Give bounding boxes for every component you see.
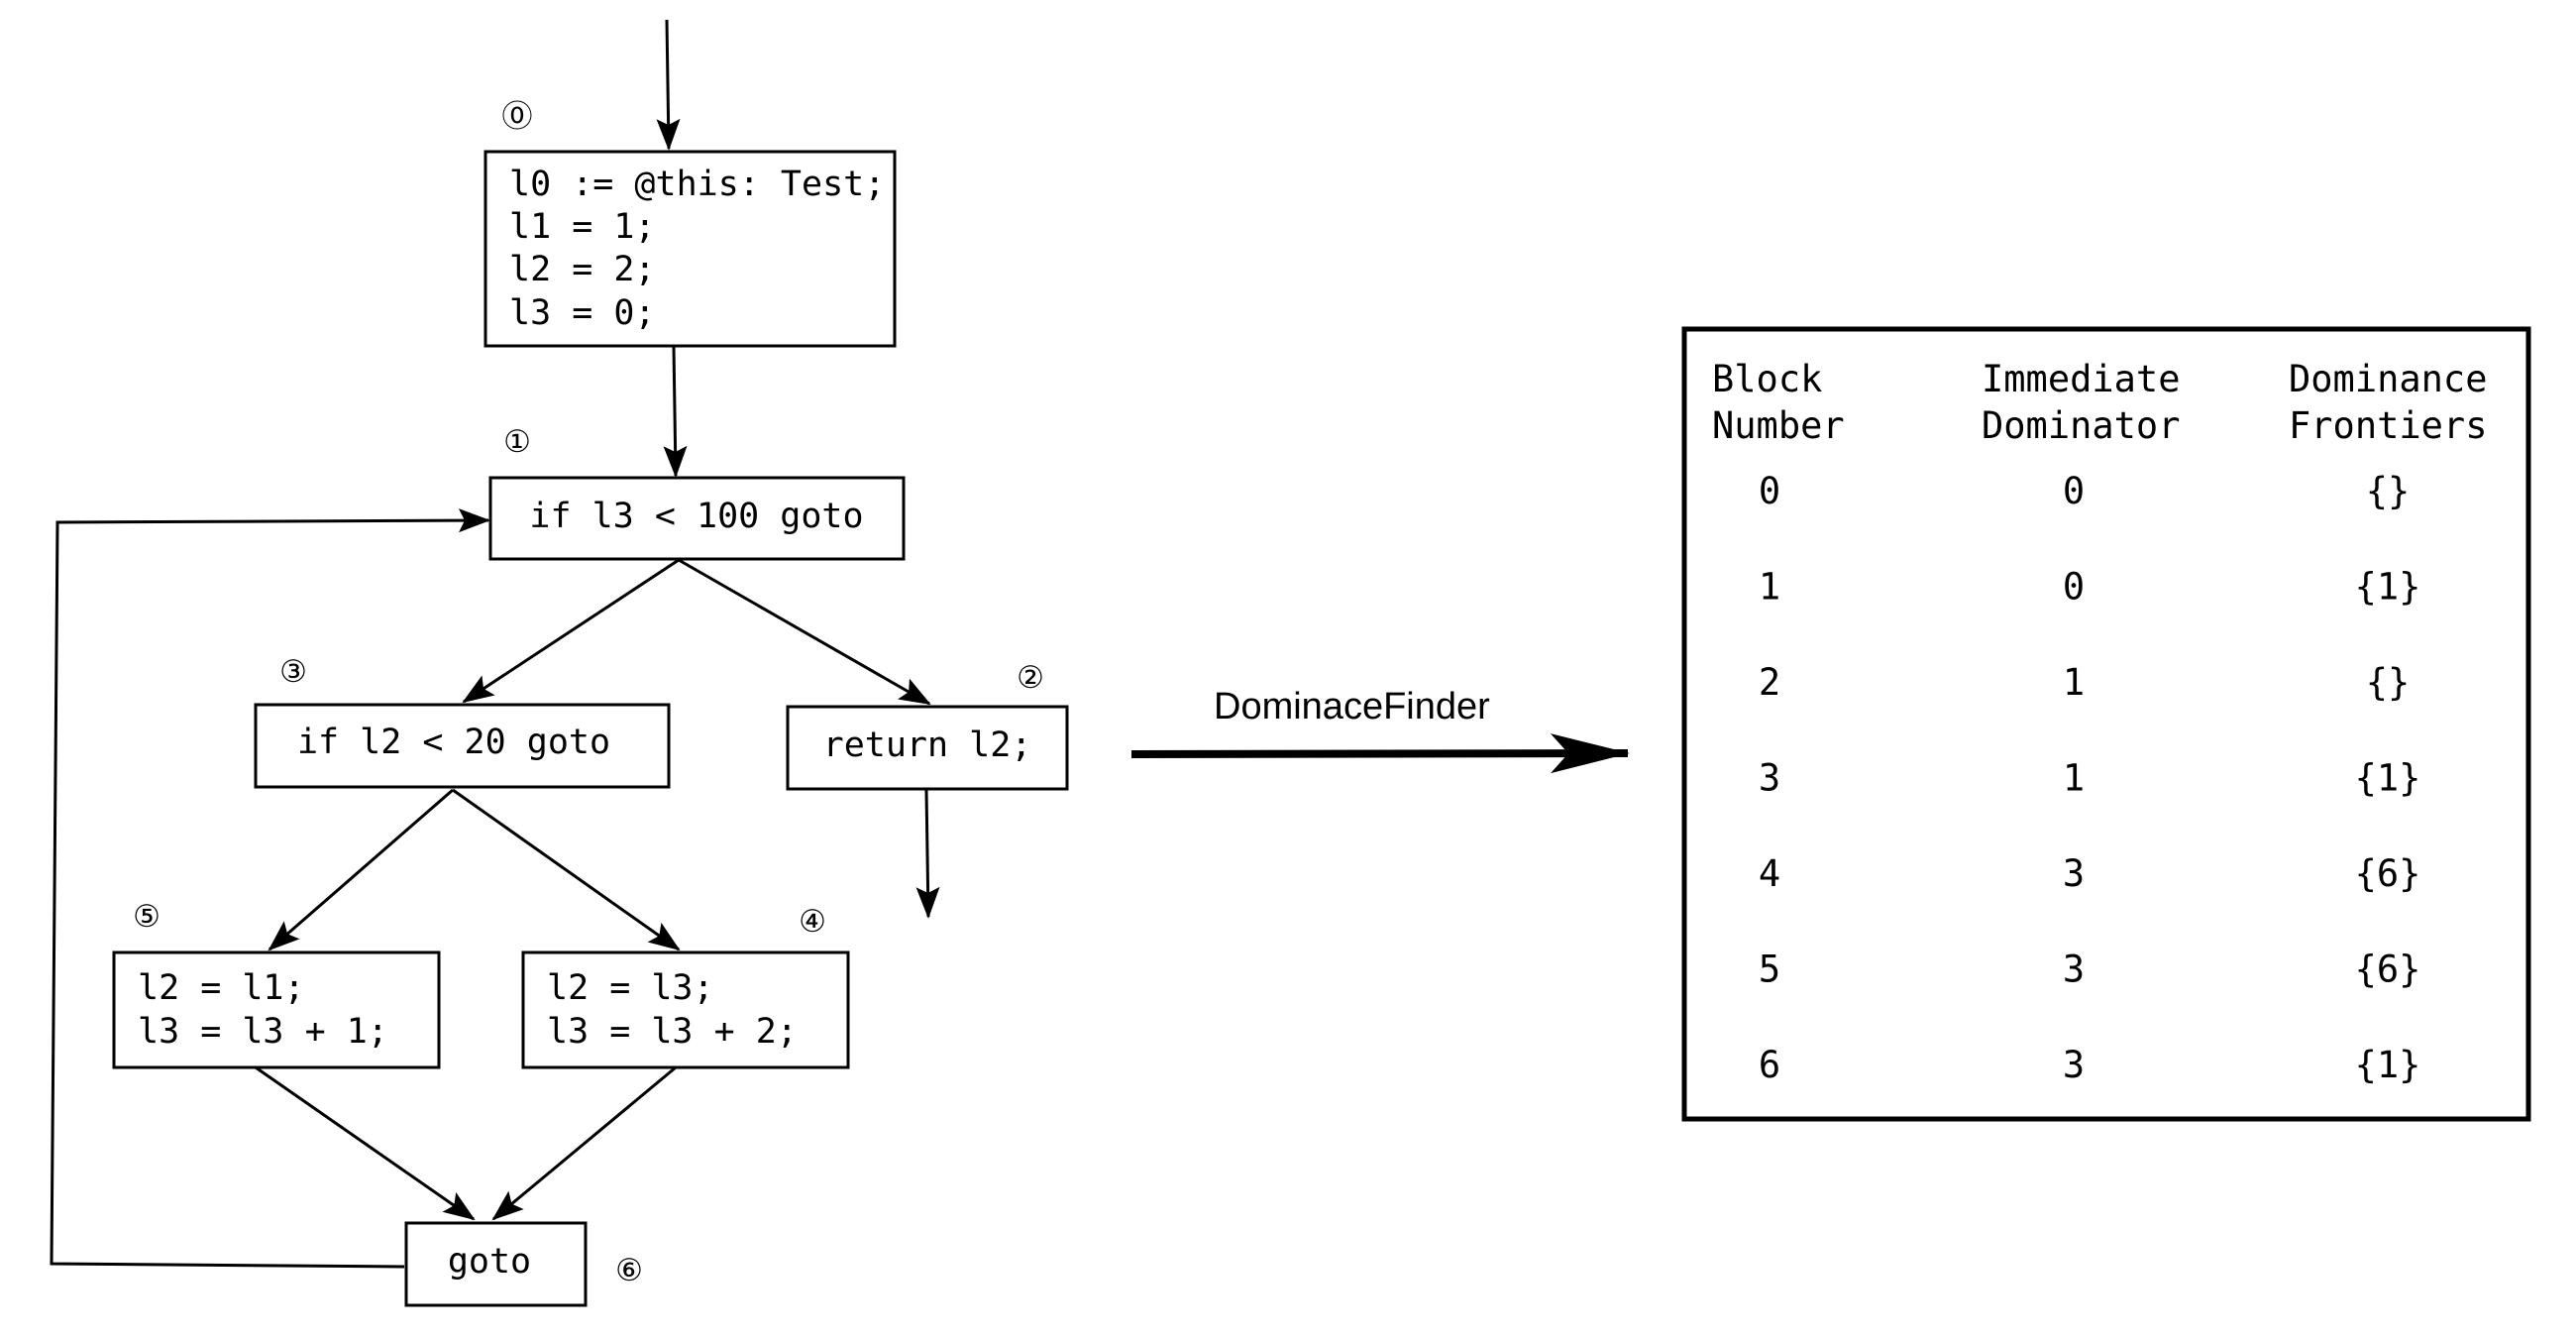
block-4-line-2: l3 = l3 + 2; — [547, 1012, 798, 1052]
cell-immediate-dominator: 3 — [2063, 1044, 2085, 1086]
header-block-number-line-2: Number — [1712, 404, 1845, 447]
transform-arrow: DominaceFinder — [1130, 686, 1630, 774]
edge-6-1-backedge — [50, 508, 490, 1269]
cell-block-number: 2 — [1759, 661, 1780, 704]
edge-entry-0 — [656, 19, 681, 151]
table-row: 4 3 {6} — [1759, 852, 2421, 895]
table-row: 6 3 {1} — [1759, 1044, 2421, 1086]
table-header: Block Number Immediate Dominator Dominan… — [1712, 358, 2487, 447]
cell-dominance-frontiers: {6} — [2355, 949, 2421, 991]
edge-4-6 — [491, 1065, 677, 1221]
edge-1-2 — [678, 558, 931, 706]
cell-block-number: 1 — [1759, 566, 1780, 609]
cell-block-number: 0 — [1759, 470, 1780, 512]
badge-block-0: ⓪ — [502, 99, 533, 135]
cell-immediate-dominator: 0 — [2063, 566, 2085, 609]
header-block-number-line-1: Block — [1712, 358, 1822, 400]
transform-label: DominaceFinder — [1214, 686, 1490, 727]
result-table: Block Number Immediate Dominator Dominan… — [1681, 326, 2531, 1122]
edge-3-5 — [268, 788, 454, 951]
block-1-line-1: if l3 < 100 goto — [529, 497, 863, 536]
header-df-line-1: Dominance — [2289, 358, 2487, 400]
cell-dominance-frontiers: {1} — [2355, 566, 2421, 609]
cfg-block-5: l2 = l1; l3 = l3 + 1; — [112, 950, 441, 1069]
block-5-line-2: l3 = l3 + 1; — [138, 1012, 388, 1052]
badge-block-4: ④ — [799, 904, 826, 940]
cell-dominance-frontiers: {1} — [2355, 1044, 2421, 1086]
cfg-edges — [50, 19, 940, 1269]
cell-block-number: 3 — [1759, 757, 1780, 800]
cfg-block-2: return l2; — [786, 705, 1069, 791]
badge-block-2: ② — [1017, 660, 1044, 696]
cell-dominance-frontiers: {} — [2366, 661, 2411, 704]
cell-immediate-dominator: 1 — [2063, 661, 2085, 704]
cell-dominance-frontiers: {6} — [2355, 852, 2421, 895]
table-row: 5 3 {6} — [1759, 949, 2421, 991]
cell-dominance-frontiers: {1} — [2355, 757, 2421, 800]
edge-2-exit — [915, 789, 940, 919]
cfg-block-3: if l2 < 20 goto — [254, 703, 671, 789]
table-row: 3 1 {1} — [1759, 757, 2421, 800]
edge-3-4 — [452, 788, 681, 951]
table-rows: 0 0 {} 1 0 {1} 2 1 {} 3 1 {1} 4 3 {6} 5 3 {6} 6 3 {1} — [1759, 470, 2421, 1086]
result-table-frame — [1681, 326, 2531, 1122]
block-badges: ⓪ ① ② ③ ④ ⑤ ⑥ — [133, 99, 1044, 1288]
badge-block-3: ③ — [279, 654, 307, 690]
badge-block-5: ⑤ — [133, 899, 161, 935]
edge-0-1 — [663, 346, 688, 478]
cfg-block-6: goto — [404, 1221, 588, 1307]
block-5-line-1: l2 = l1; — [138, 968, 305, 1008]
edge-1-3 — [462, 558, 680, 704]
block-0-line-3: l2 = 2; — [509, 250, 656, 289]
edge-5-6 — [255, 1065, 476, 1221]
badge-block-1: ① — [503, 424, 531, 460]
cfg-block-1: if l3 < 100 goto — [488, 476, 906, 561]
cell-dominance-frontiers: {} — [2366, 470, 2411, 512]
cell-immediate-dominator: 3 — [2063, 949, 2085, 991]
cfg-block-4: l2 = l3; l3 = l3 + 2; — [521, 950, 850, 1069]
block-3-line-1: if l2 < 20 goto — [297, 723, 610, 762]
cell-immediate-dominator: 3 — [2063, 852, 2085, 895]
cfg-block-0: l0 := @this: Test; l1 = 1; l2 = 2; l3 = … — [483, 150, 897, 348]
block-0-line-4: l3 = 0; — [509, 293, 656, 333]
cell-block-number: 5 — [1759, 949, 1780, 991]
block-0-line-1: l0 := @this: Test; — [509, 165, 885, 204]
block-2-line-1: return l2; — [823, 726, 1032, 765]
table-row: 2 1 {} — [1759, 661, 2410, 704]
header-df-line-2: Frontiers — [2289, 404, 2487, 447]
block-0-line-2: l1 = 1; — [509, 207, 656, 247]
header-idom-line-1: Immediate — [1982, 358, 2180, 400]
badge-block-6: ⑥ — [615, 1253, 643, 1288]
table-row: 1 0 {1} — [1759, 566, 2421, 609]
header-idom-line-2: Dominator — [1982, 404, 2180, 447]
cell-block-number: 6 — [1759, 1044, 1780, 1086]
cell-block-number: 4 — [1759, 852, 1780, 895]
block-6-line-1: goto — [448, 1242, 531, 1282]
cell-immediate-dominator: 0 — [2063, 470, 2085, 512]
cell-immediate-dominator: 1 — [2063, 757, 2085, 800]
block-4-line-1: l2 = l3; — [547, 968, 714, 1008]
transform-arrow-line — [1130, 733, 1630, 774]
table-row: 0 0 {} — [1759, 470, 2410, 512]
